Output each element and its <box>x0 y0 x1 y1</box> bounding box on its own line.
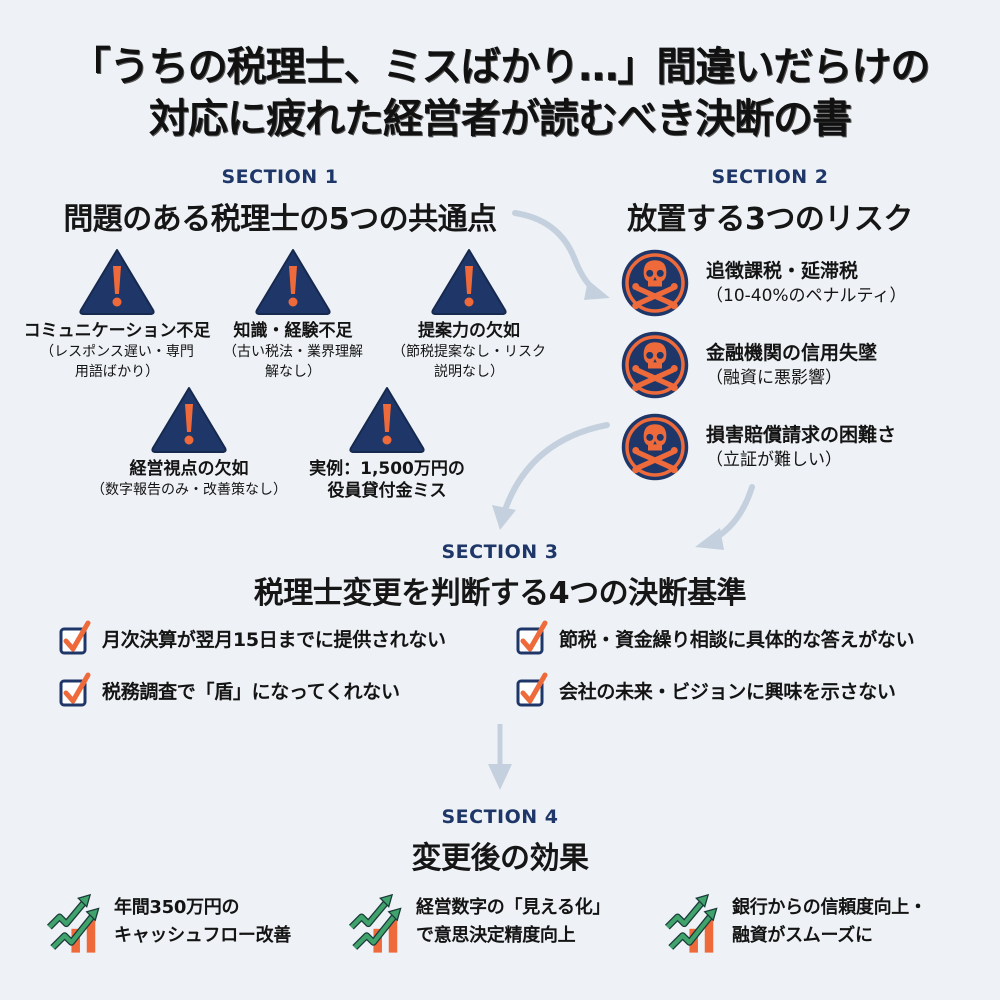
problem-item: コミュニケーション不足 （レスポンス遅い・専門 用語ばかり） <box>12 246 222 382</box>
section2-label: SECTION 2 <box>711 166 829 188</box>
section4-label: SECTION 4 <box>441 806 559 828</box>
criteria-item: 会社の未来・ビジョンに興味を示さない <box>515 672 896 708</box>
growth-chart-icon <box>40 888 108 956</box>
effect-item: 経営数字の「見える化」 で意思決定精度向上 <box>342 888 610 956</box>
section2-title: 放置する3つのリスク <box>627 202 913 237</box>
growth-chart-icon <box>342 888 410 956</box>
warning-triangle-icon <box>255 249 331 315</box>
problem-item: 知識・経験不足 （古い税法・業界理解 解なし） <box>188 246 398 382</box>
risk-item: 損害賠償請求の困難さ （立証が難しい） <box>620 412 896 482</box>
criteria-item: 税務調査で「盾」になってくれない <box>58 672 400 708</box>
effect-item: 年間350万円の キャッシュフロー改善 <box>40 888 291 956</box>
skull-crossbones-icon <box>620 412 690 482</box>
main-title-line1: 「うちの税理士、ミスばかり…」間違いだらけの <box>70 44 931 90</box>
risk-item: 金融機関の信用失墜 （融資に悪影響） <box>620 330 877 400</box>
section3-label: SECTION 3 <box>441 541 559 563</box>
main-title-line2: 対応に疲れた経営者が読むべき決断の書 <box>149 96 852 142</box>
risk-item: 追徴課税・延滞税 （10-40%のペナルティ） <box>620 248 907 318</box>
problem-item: 経営視点の欠如 （数字報告のみ・改善策なし） <box>74 384 304 500</box>
growth-chart-icon <box>658 888 726 956</box>
effect-item: 銀行からの信頼度向上・ 融資がスムーズに <box>658 888 927 956</box>
checkbox-checked-icon <box>58 620 92 656</box>
checkbox-checked-icon <box>515 672 549 708</box>
problem-item: 提案力の欠如 （節税提案なし・リスク 説明なし） <box>364 246 574 382</box>
section3-title: 税理士変更を判断する4つの決断基準 <box>253 576 747 611</box>
section4-title: 変更後の効果 <box>411 841 590 876</box>
skull-crossbones-icon <box>620 248 690 318</box>
problem-item: 実例：1,500万円の 役員貸付金ミス <box>282 384 492 502</box>
warning-triangle-icon <box>349 387 425 453</box>
criteria-item: 月次決算が翌月15日までに提供されない <box>58 620 446 656</box>
section1-title: 問題のある税理士の5つの共通点 <box>63 202 497 237</box>
checkbox-checked-icon <box>58 672 92 708</box>
section1-label: SECTION 1 <box>221 166 339 188</box>
warning-triangle-icon <box>151 387 227 453</box>
criteria-item: 節税・資金繰り相談に具体的な答えがない <box>515 620 915 656</box>
skull-crossbones-icon <box>620 330 690 400</box>
warning-triangle-icon <box>79 249 155 315</box>
warning-triangle-icon <box>431 249 507 315</box>
checkbox-checked-icon <box>515 620 549 656</box>
